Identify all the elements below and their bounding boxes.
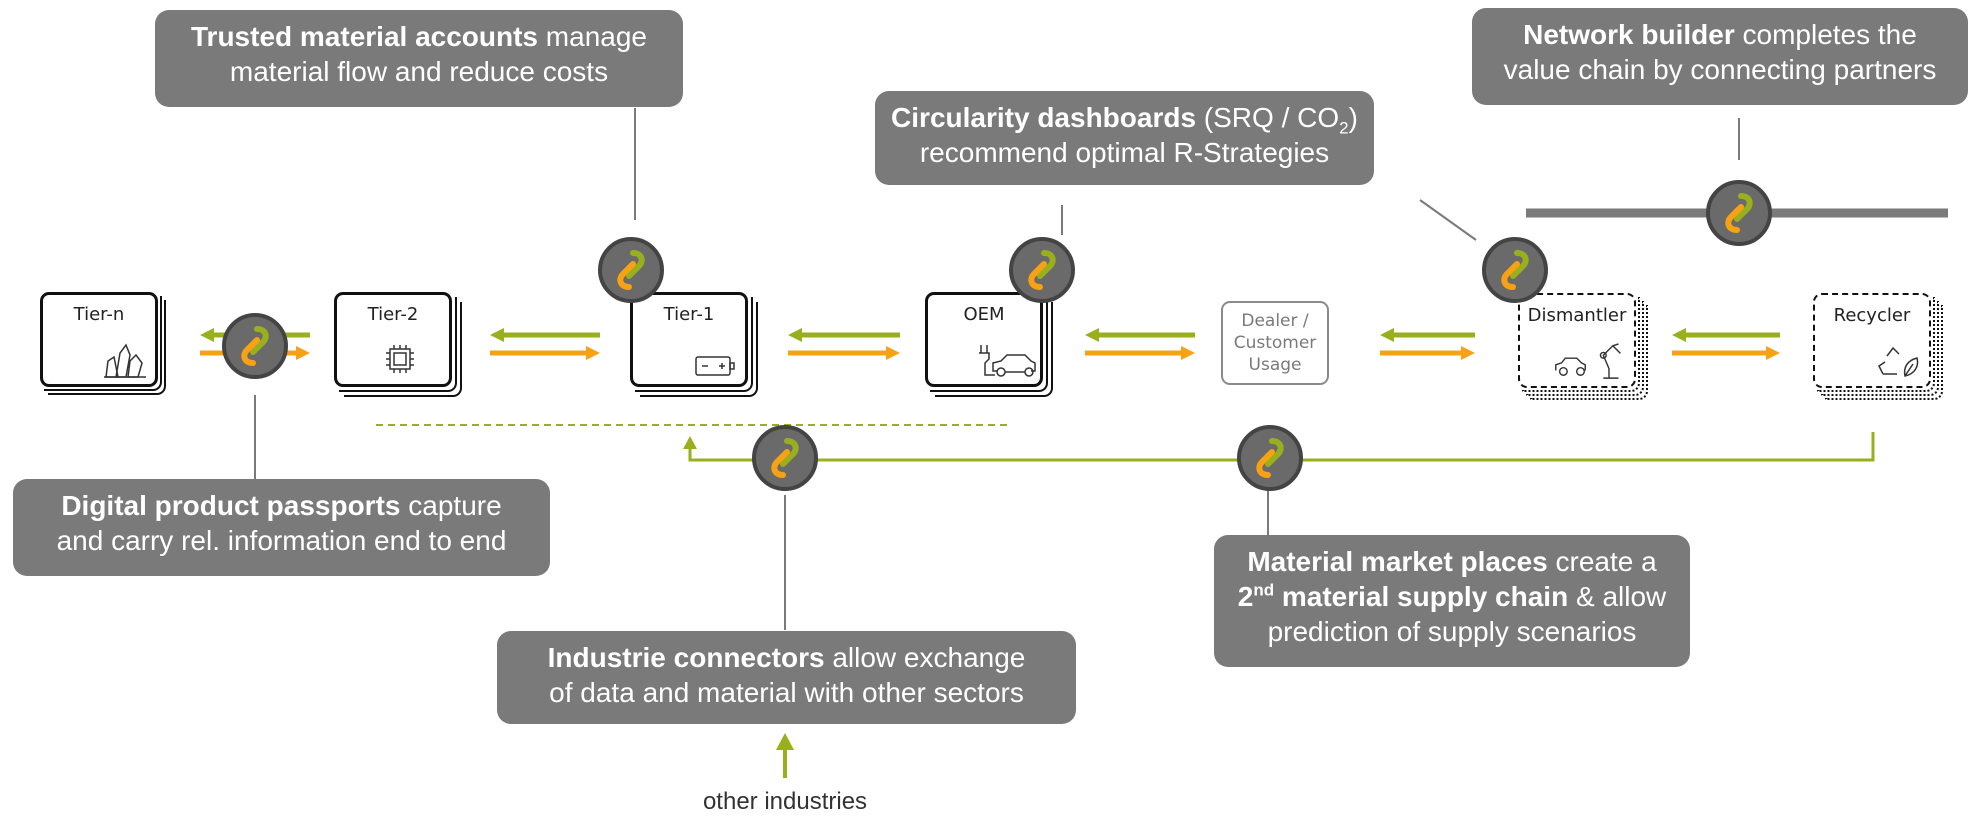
callout-trusted-material-accounts: Trusted material accounts manage materia… xyxy=(155,10,683,107)
link-logo-icon xyxy=(1009,237,1075,303)
backward-flow-arrowhead xyxy=(1672,328,1686,342)
node-tier-2: Tier-2 xyxy=(334,292,462,397)
link-logo-icon xyxy=(598,237,664,303)
forward-flow-arrowhead xyxy=(1461,346,1475,360)
backward-flow-arrowhead xyxy=(1085,328,1099,342)
chip-icon xyxy=(386,345,414,373)
node-tier-1-label: Tier-1 xyxy=(663,304,715,325)
car-robot-arm-icon xyxy=(1555,343,1621,379)
node-dealer-customer-usage: Dealer / Customer Usage xyxy=(1221,301,1329,385)
backward-flow-arrowhead xyxy=(200,328,214,342)
return-loop-arrowhead xyxy=(683,436,697,449)
backward-flow-arrowhead xyxy=(490,328,504,342)
callout-digital-product-passports: Digital product passports capture and ca… xyxy=(13,479,550,576)
node-tier-2-label: Tier-2 xyxy=(367,304,419,325)
node-dismantler-label: Dismantler xyxy=(1527,305,1627,326)
forward-flow-arrowhead xyxy=(1181,346,1195,360)
link-logo-icon xyxy=(1706,180,1772,246)
car-charging-icon xyxy=(979,345,1036,377)
dealer-label-line2: Customer xyxy=(1233,333,1317,353)
callout-material-market-places: Material market places create a 2nd mate… xyxy=(1214,535,1690,667)
link-logo-icon xyxy=(1237,425,1303,491)
battery-icon xyxy=(695,356,735,376)
callout-circularity-dashboards: Circularity dashboards (SRQ / CO2) recom… xyxy=(875,91,1374,185)
node-recycler-label: Recycler xyxy=(1833,305,1911,326)
link-logo-icon xyxy=(1482,237,1548,303)
node-tier-n: Tier-n xyxy=(40,292,166,395)
forward-flow-arrowhead xyxy=(296,346,310,360)
backward-flow-arrowhead xyxy=(1380,328,1394,342)
node-oem-label: OEM xyxy=(963,304,1005,325)
node-dismantler: Dismantler xyxy=(1518,293,1648,400)
recycle-leaf-icon xyxy=(1878,346,1919,377)
dealer-label-line3: Usage xyxy=(1248,355,1302,375)
callout-industrie-connectors: Industrie connectors allow exchange of d… xyxy=(497,631,1076,724)
node-tier-n-label: Tier-n xyxy=(73,304,125,325)
backward-flow-arrowhead xyxy=(788,328,802,342)
forward-flow-arrowhead xyxy=(586,346,600,360)
circularity-leader-line-2 xyxy=(1419,199,1477,241)
forward-flow-arrowhead xyxy=(1766,346,1780,360)
material-return-loop xyxy=(376,424,1875,462)
dealer-label-line1: Dealer / xyxy=(1241,311,1309,331)
node-oem: OEM xyxy=(925,292,1053,397)
node-tier-1: Tier-1 xyxy=(630,292,758,397)
other-industries-label: other industries xyxy=(702,788,868,815)
callout-network-builder: Network builder completes the value chai… xyxy=(1472,8,1968,105)
link-logo-icon xyxy=(222,313,288,379)
forward-flow-arrowhead xyxy=(886,346,900,360)
node-recycler: Recycler xyxy=(1813,293,1943,400)
crystal-icon xyxy=(104,343,146,378)
link-logo-icon xyxy=(752,425,818,491)
